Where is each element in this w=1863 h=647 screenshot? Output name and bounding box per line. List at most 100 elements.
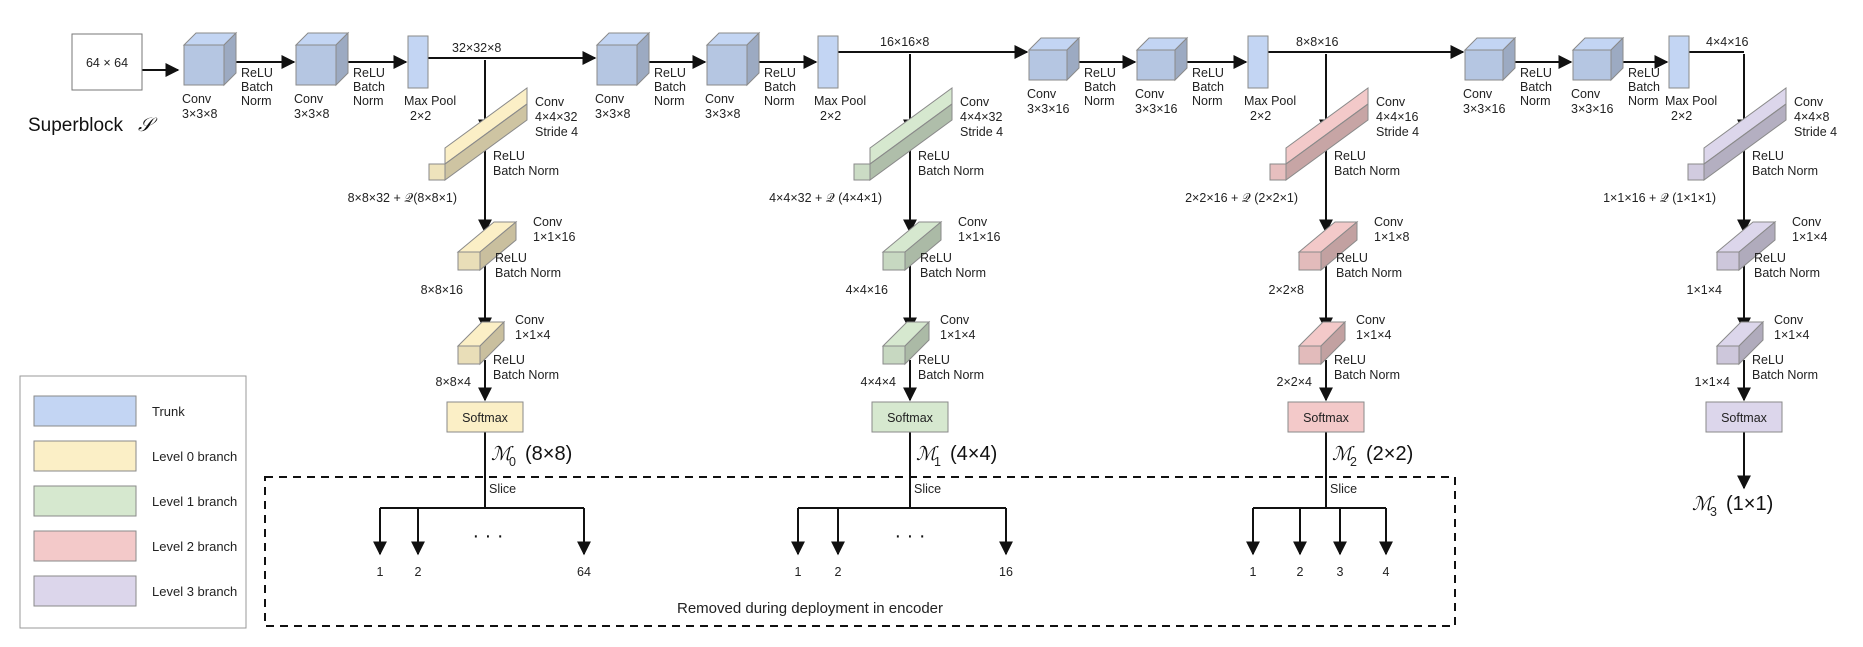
trunk-layer-size: 3×3×16 xyxy=(1571,102,1613,116)
trunk-batch-label: Batch xyxy=(241,80,273,94)
output-map-subscript: 1 xyxy=(934,455,941,469)
trunk-conv-block xyxy=(1135,36,1189,82)
branch-conv-name: Conv xyxy=(535,95,565,109)
trunk-relu-label: ReLU xyxy=(353,66,385,80)
branch-conv-block xyxy=(456,320,506,366)
branch-conv-name: Conv xyxy=(1374,215,1404,229)
slice-index-label: 2 xyxy=(1297,565,1304,579)
trunk-batch-label: Batch xyxy=(1628,80,1660,94)
legend-swatch xyxy=(33,440,137,472)
slice-index-label: 1 xyxy=(795,565,802,579)
trunk-maxpool-block xyxy=(1668,35,1690,89)
trunk-batch-label: Batch xyxy=(654,80,686,94)
branch-conv-size: 1×1×4 xyxy=(940,328,976,342)
branch-relu-label: ReLU xyxy=(1334,149,1366,163)
branch-relu-label: ReLU xyxy=(1754,251,1786,265)
trunk-layer-name: Conv xyxy=(1135,87,1165,101)
softmax-block xyxy=(446,401,524,433)
branch-batchnorm-label: Batch Norm xyxy=(493,368,559,382)
trunk-layer-name: Max Pool xyxy=(404,94,456,108)
branch-relu-label: ReLU xyxy=(493,353,525,367)
trunk-layer-size: 3×3×16 xyxy=(1027,102,1069,116)
branch-conv-name: Conv xyxy=(1794,95,1824,109)
trunk-layer-name: Conv xyxy=(1027,87,1057,101)
branch-relu-label: ReLU xyxy=(1752,353,1784,367)
trunk-relu-label: ReLU xyxy=(1628,66,1660,80)
branch-conv-block xyxy=(881,320,931,366)
branch-relu-label: ReLU xyxy=(920,251,952,265)
trunk-layer-size: 2×2 xyxy=(1671,109,1692,123)
trunk-maxpool-block xyxy=(817,35,839,89)
trunk-norm-label: Norm xyxy=(353,94,384,108)
branch-conv-size: 1×1×4 xyxy=(1792,230,1828,244)
branch-batchnorm-label: Batch Norm xyxy=(495,266,561,280)
branch-relu-label: ReLU xyxy=(1752,149,1784,163)
branch-batchnorm-label: Batch Norm xyxy=(918,164,984,178)
branch-conv-name: Conv xyxy=(533,215,563,229)
removed-region-note: Removed during deployment in encoder xyxy=(677,600,943,617)
input-size-label: 64 × 64 xyxy=(86,56,128,70)
slice-label: Slice xyxy=(914,482,941,496)
branch-batchnorm-label: Batch Norm xyxy=(920,266,986,280)
legend-item-label: Level 3 branch xyxy=(152,584,237,599)
branch-dim-label: 2×2×16 + 𝒬 (2×2×1) xyxy=(1185,191,1298,205)
branch-conv-size: 4×4×16 xyxy=(1376,110,1418,124)
trunk-layer-size: 2×2 xyxy=(1250,109,1271,123)
trunk-conv-block xyxy=(1463,36,1517,82)
branch-batchnorm-label: Batch Norm xyxy=(1752,368,1818,382)
branch-conv-block xyxy=(1297,220,1359,272)
branch-conv-name: Conv xyxy=(515,313,545,327)
legend-swatch xyxy=(33,530,137,562)
branch-dim-label: 2×2×8 xyxy=(1269,283,1305,297)
trunk-layer-name: Max Pool xyxy=(814,94,866,108)
trunk-relu-label: ReLU xyxy=(654,66,686,80)
ellipsis: · · · xyxy=(472,525,503,547)
output-map-symbol: ℳ xyxy=(916,444,939,465)
superblock-symbol: 𝒮 xyxy=(138,115,158,136)
trunk-layer-size: 3×3×16 xyxy=(1463,102,1505,116)
legend-item-label: Level 1 branch xyxy=(152,494,237,509)
branch-conv-size: 1×1×16 xyxy=(958,230,1000,244)
trunk-norm-label: Norm xyxy=(1192,94,1223,108)
final-map-size: (1×1) xyxy=(1726,493,1773,515)
trunk-layer-name: Conv xyxy=(1463,87,1493,101)
trunk-layer-name: Max Pool xyxy=(1244,94,1296,108)
superblock-caption: Superblock xyxy=(28,115,124,136)
softmax-label: Softmax xyxy=(887,411,934,425)
trunk-relu-label: ReLU xyxy=(241,66,273,80)
trunk-dim-label: 16×16×8 xyxy=(880,35,929,49)
branch-conv-name: Conv xyxy=(958,215,988,229)
trunk-layer-size: 3×3×8 xyxy=(595,107,631,121)
branch-conv-block xyxy=(456,220,518,272)
branch-conv-block xyxy=(1715,220,1777,272)
trunk-layer-size: 2×2 xyxy=(820,109,841,123)
trunk-conv-block xyxy=(182,31,238,87)
branch-relu-label: ReLU xyxy=(495,251,527,265)
branch-dim-label: 1×1×16 + 𝒬 (1×1×1) xyxy=(1603,191,1716,205)
trunk-layer-name: Conv xyxy=(1571,87,1601,101)
branch-dim-label: 4×4×16 xyxy=(846,283,888,297)
trunk-relu-label: ReLU xyxy=(1084,66,1116,80)
trunk-relu-label: ReLU xyxy=(1192,66,1224,80)
trunk-layer-size: 3×3×8 xyxy=(294,107,330,121)
branch-conv-name: Conv xyxy=(1356,313,1386,327)
trunk-dim-label: 8×8×16 xyxy=(1296,35,1338,49)
branch-stride-conv xyxy=(1687,87,1787,181)
trunk-dim-label: 32×32×8 xyxy=(452,41,501,55)
final-map-symbol: ℳ xyxy=(1692,494,1715,515)
trunk-layer-size: 3×3×8 xyxy=(705,107,741,121)
branch-conv-size: 4×4×32 xyxy=(535,110,577,124)
branch-dim-label: 8×8×4 xyxy=(436,375,472,389)
branch-dim-label: 1×1×4 xyxy=(1687,283,1723,297)
branch-dim-label: 2×2×4 xyxy=(1277,375,1313,389)
trunk-layer-size: 3×3×16 xyxy=(1135,102,1177,116)
softmax-label: Softmax xyxy=(462,411,509,425)
output-map-size: (2×2) xyxy=(1366,443,1413,465)
softmax-block xyxy=(1705,401,1783,433)
legend-swatch xyxy=(33,485,137,517)
branch-batchnorm-label: Batch Norm xyxy=(1334,368,1400,382)
softmax-label: Softmax xyxy=(1721,411,1768,425)
trunk-batch-label: Batch xyxy=(1520,80,1552,94)
branch-dim-label: 1×1×4 xyxy=(1695,375,1731,389)
ellipsis: · · · xyxy=(894,525,925,547)
